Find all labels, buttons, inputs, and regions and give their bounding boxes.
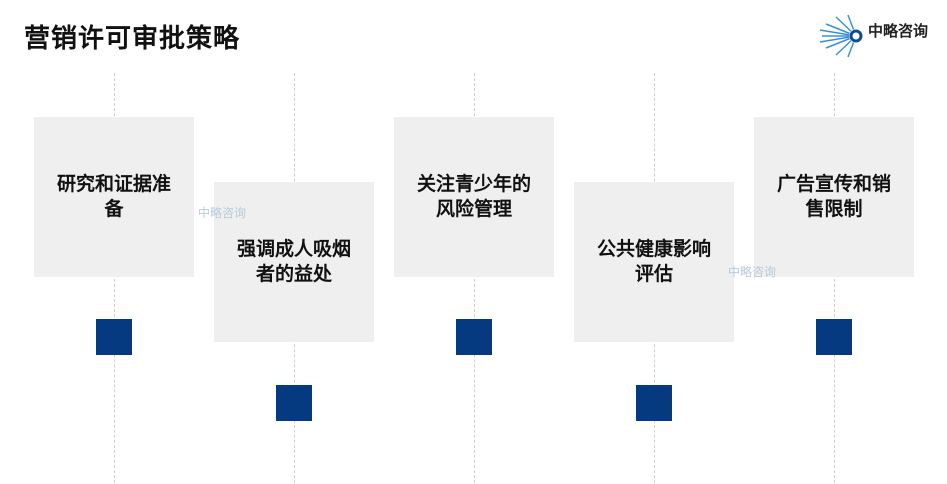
step-label: 关注青少年的风险管理	[416, 173, 531, 220]
step-marker	[816, 319, 852, 355]
step-card-2: 强调成人吸烟者的益处	[214, 182, 374, 342]
step-card-5: 广告宣传和销售限制	[754, 117, 914, 277]
watermark: 中略咨询	[198, 206, 247, 220]
step-label: 强调成人吸烟者的益处	[236, 238, 351, 285]
step-card-4: 公共健康影响评估	[574, 182, 734, 342]
step-label: 研究和证据准备	[56, 173, 171, 220]
step-marker	[96, 319, 132, 355]
step-card-1: 研究和证据准备	[34, 117, 194, 277]
timeline-divider	[114, 73, 115, 483]
timeline-divider	[474, 73, 475, 483]
watermark: 中略咨询	[728, 265, 777, 279]
company-logo: 中略咨询	[818, 14, 943, 58]
page-title: 营销许可审批策略	[24, 24, 241, 54]
timeline-divider	[834, 73, 835, 483]
step-marker	[636, 385, 672, 421]
step-label: 公共健康影响评估	[596, 238, 711, 285]
logo-text: 中略咨询	[868, 22, 929, 40]
sunburst-logo-icon	[819, 14, 863, 58]
step-card-3: 关注青少年的风险管理	[394, 117, 554, 277]
step-label: 广告宣传和销售限制	[776, 173, 891, 220]
step-marker	[456, 319, 492, 355]
step-marker	[276, 385, 312, 421]
